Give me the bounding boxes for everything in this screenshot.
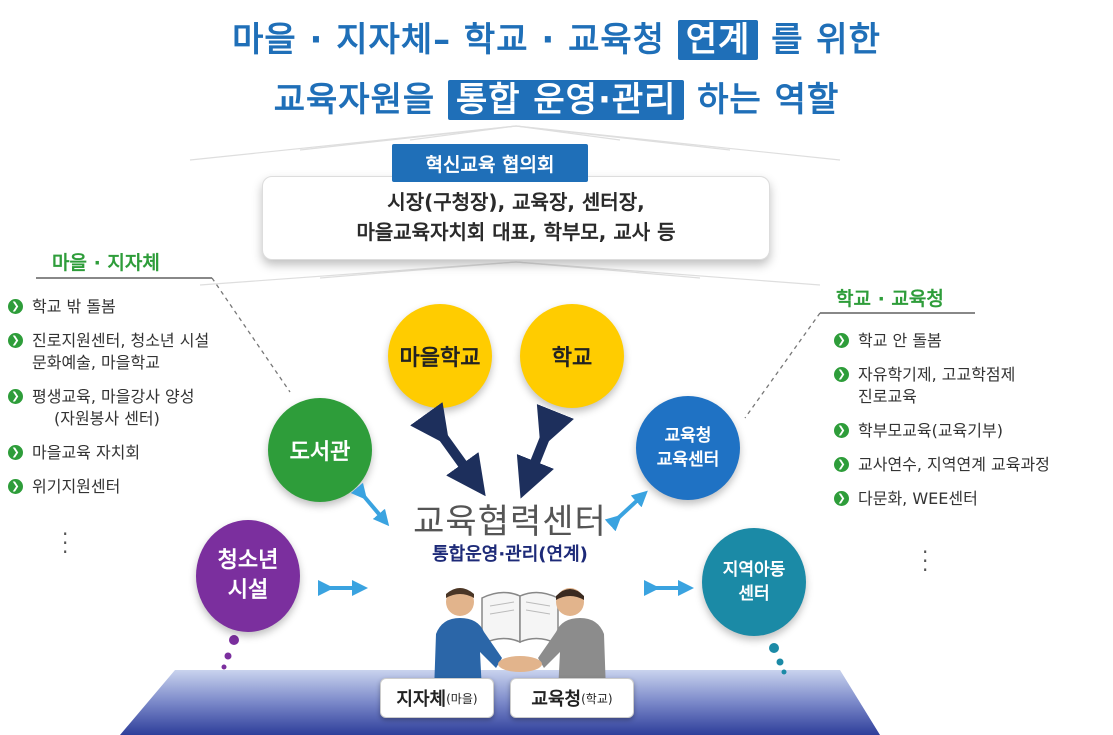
council-members-box: 시장(구청장), 교육장, 센터장, 마을교육자치회 대표, 학부모, 교사 등 xyxy=(262,176,770,260)
chevron-right-icon: ❯ xyxy=(834,491,849,506)
chevron-right-icon: ❯ xyxy=(834,457,849,472)
title-line-2-post: 하는 역할 xyxy=(697,80,840,120)
platform-label-edu-office: 교육청(학교) xyxy=(510,678,634,718)
school-circle: 학교 xyxy=(520,304,624,408)
library-circle: 도서관 xyxy=(268,398,372,502)
more-dots-left: ··· xyxy=(62,522,69,564)
left-panel-title: 마을 · 지자체 xyxy=(52,252,160,274)
chevron-right-icon: ❯ xyxy=(8,389,23,404)
title-line-1-post: 를 위한 xyxy=(771,20,881,60)
edu-office-label-1: 교육청 xyxy=(664,426,712,446)
more-dots-right: ··· xyxy=(922,540,929,582)
council-label: 혁신교육 협의회 xyxy=(392,144,588,182)
list-item: ❯마을교육 자치회 xyxy=(8,442,268,464)
list-item: ❯학부모교육(교육기부) xyxy=(834,420,1104,442)
school-label: 학교 xyxy=(551,346,593,371)
title-line-2: 교육자원을 통합 운영·관리 하는 역할 xyxy=(0,72,1113,121)
library-label: 도서관 xyxy=(289,440,351,465)
handshake-icon xyxy=(434,588,606,692)
center-subtitle: 통합운영·관리(연계) xyxy=(432,544,588,565)
title-highlight-1: 연계 xyxy=(677,20,759,60)
list-item: ❯교사연수, 지역연계 교육과정 xyxy=(834,454,1104,476)
chevron-right-icon: ❯ xyxy=(834,423,849,438)
child-center-label-2: 센터 xyxy=(738,584,770,604)
chevron-right-icon: ❯ xyxy=(8,299,23,314)
open-book-icon xyxy=(481,591,559,646)
title-line-1-pre: 마을 · 지자체– 학교 · 교육청 xyxy=(232,20,665,60)
chevron-right-icon: ❯ xyxy=(834,333,849,348)
list-item: ❯다문화, WEE센터 xyxy=(834,488,1104,510)
child-center-label-1: 지역아동 xyxy=(722,560,786,580)
chevron-right-icon: ❯ xyxy=(8,445,23,460)
youth-label-1: 청소년 xyxy=(217,548,279,573)
chevron-right-icon: ❯ xyxy=(8,333,23,348)
edu-office-label-2: 교육센터 xyxy=(656,450,720,470)
platform-label-local-gov: 지자체(마을) xyxy=(380,678,494,718)
title-highlight-2: 통합 운영·관리 xyxy=(448,80,685,120)
council-members-line-1: 시장(구청장), 교육장, 센터장, xyxy=(387,190,645,214)
chevron-right-icon: ❯ xyxy=(834,367,849,382)
list-item: ❯평생교육, 마을강사 양성(자원봉사 센터) xyxy=(8,386,268,430)
center-title: 교육협력센터 xyxy=(413,502,607,542)
village-school-circle: 마을학교 xyxy=(388,304,492,408)
list-item: ❯위기지원센터 xyxy=(8,476,268,498)
list-item: ❯학교 밖 돌봄 xyxy=(8,296,268,318)
village-school-label: 마을학교 xyxy=(399,346,481,371)
right-panel-title: 학교 · 교육청 xyxy=(836,288,944,310)
title-line-2-pre: 교육자원을 xyxy=(273,80,436,120)
list-item: ❯학교 안 돌봄 xyxy=(834,330,1104,352)
title-line-1: 마을 · 지자체– 학교 · 교육청 연계 를 위한 xyxy=(0,12,1113,61)
council-members-line-2: 마을교육자치회 대표, 학부모, 교사 등 xyxy=(356,220,676,244)
chevron-right-icon: ❯ xyxy=(8,479,23,494)
youth-label-2: 시설 xyxy=(227,578,269,603)
